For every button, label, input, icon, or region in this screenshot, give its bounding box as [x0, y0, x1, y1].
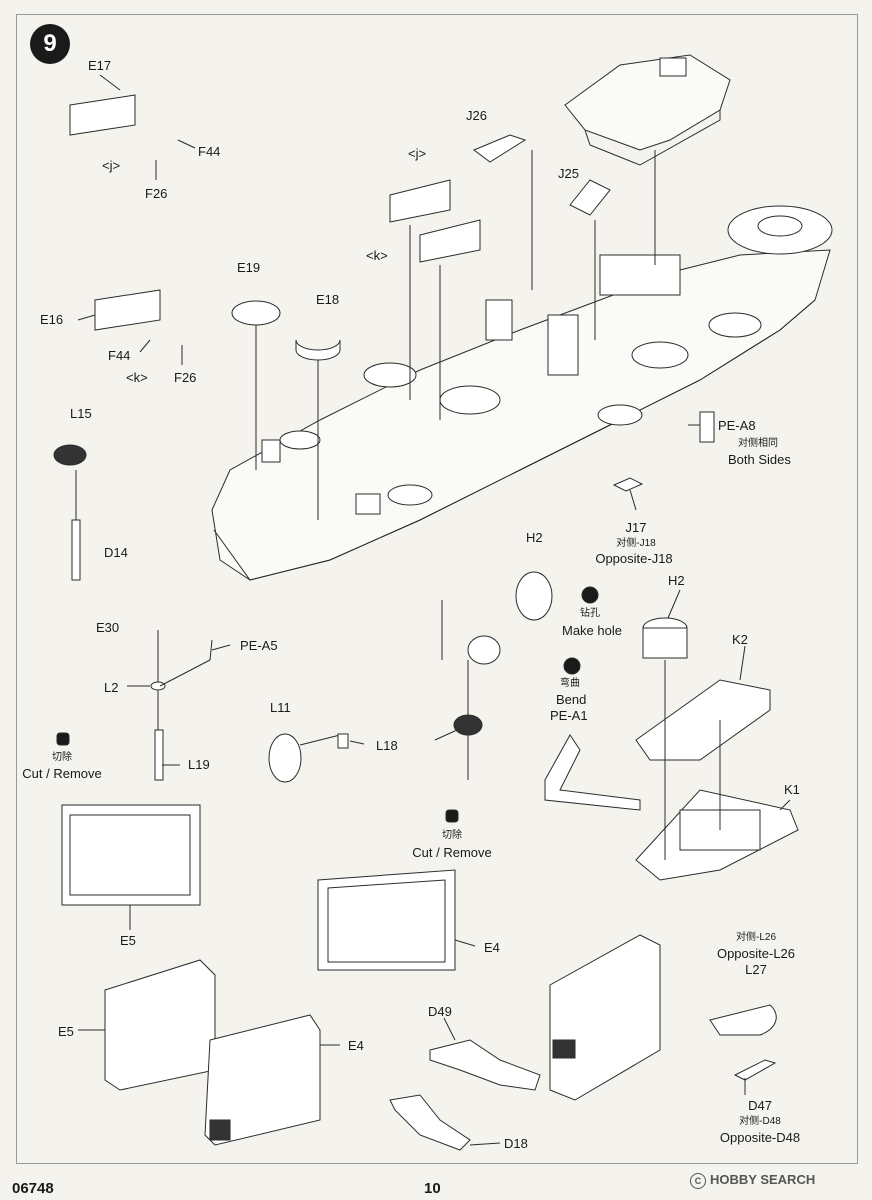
label-cut1-cn: 切除 — [52, 752, 72, 763]
label-h2-left: H2 — [526, 530, 543, 545]
label-l15: L15 — [70, 406, 92, 421]
label-cut2-en: Cut / Remove — [412, 845, 492, 860]
page-number: 10 — [424, 1180, 441, 1197]
hull-assembly — [211, 205, 833, 581]
label-pe-a5: PE-A5 — [240, 638, 278, 653]
label-pe-a8-en: Both Sides — [728, 452, 791, 467]
label-pe-a1: PE-A1 — [550, 708, 588, 723]
label-bend-en: Bend — [556, 692, 587, 707]
step-number-badge: 9 — [30, 24, 70, 64]
label-j17-en: Opposite-J18 — [595, 551, 673, 566]
label-j-upper: <j> — [102, 158, 121, 173]
label-make-hole-cn: 钻孔 — [580, 608, 600, 619]
watermark-logo: C HOBBY SEARCH — [690, 1172, 815, 1189]
label-l27: L27 — [745, 962, 767, 977]
superstructure-part — [564, 54, 731, 151]
label-k1: K1 — [784, 782, 800, 797]
label-l19: L19 — [188, 757, 210, 772]
label-d48-cn: 对侧-D48 — [739, 1116, 781, 1127]
label-e5-top: E5 — [120, 933, 136, 948]
label-e19: E19 — [237, 260, 261, 275]
label-cut2-cn: 切除 — [442, 830, 462, 841]
label-e17: E17 — [88, 58, 112, 73]
label-e16: E16 — [40, 312, 64, 327]
label-l26-cn: 对侧-L26 — [735, 932, 777, 943]
label-e5-bottom: E5 — [58, 1024, 74, 1039]
label-pe-a8: PE-A8 — [718, 418, 756, 433]
label-k2: K2 — [732, 632, 748, 647]
label-f44-lower: F44 — [108, 348, 131, 363]
label-f26-upper: F26 — [145, 186, 168, 201]
label-l26-en: Opposite-L26 — [716, 946, 796, 961]
copyright-icon: C — [690, 1172, 706, 1189]
label-d47: D47 — [748, 1098, 772, 1113]
label-l11: L11 — [270, 700, 291, 715]
watermark-text: HOBBY SEARCH — [710, 1172, 816, 1187]
label-f44-upper: F44 — [198, 144, 221, 159]
label-j17-cn: 对侧-J18 — [616, 538, 656, 549]
label-e18: E18 — [316, 292, 340, 307]
label-f26-lower: F26 — [174, 370, 197, 385]
label-j25: J25 — [558, 166, 579, 181]
label-j26: J26 — [466, 108, 487, 123]
label-k-lower: <k> — [126, 370, 148, 385]
label-bend-cn: 弯曲 — [560, 678, 580, 689]
label-d48-en: Opposite-D48 — [719, 1130, 801, 1145]
label-cut1-en: Cut / Remove — [22, 766, 102, 781]
label-l18: L18 — [376, 738, 398, 753]
label-d18: D18 — [504, 1136, 528, 1151]
label-d14: D14 — [104, 545, 128, 560]
label-e4-bottom: E4 — [348, 1038, 364, 1053]
page-frame — [16, 14, 858, 1164]
label-j17: J17 — [625, 520, 647, 535]
label-e30: E30 — [96, 620, 120, 635]
kit-number: 06748 — [12, 1180, 54, 1197]
label-l2: L2 — [104, 680, 119, 695]
label-h2-right: H2 — [668, 573, 685, 588]
label-d49: D49 — [428, 1004, 452, 1019]
label-j-mid: <j> — [408, 146, 427, 161]
label-pe-a8-cn: 对侧相同 — [738, 438, 778, 449]
label-make-hole-en: Make hole — [562, 623, 622, 638]
label-k-mid: <k> — [366, 248, 388, 263]
label-e4-top: E4 — [484, 940, 500, 955]
